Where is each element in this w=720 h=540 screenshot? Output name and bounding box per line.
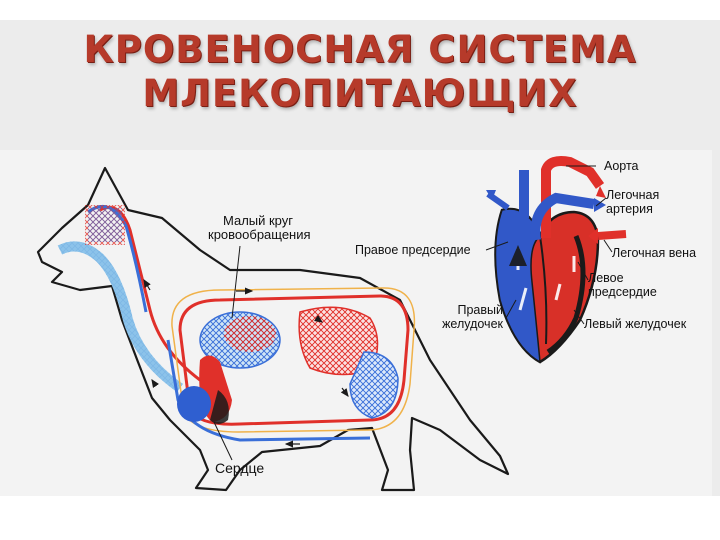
label-pulmonary-artery-line1: Легочная — [606, 188, 660, 202]
pulmonary-vein-vessel — [597, 230, 627, 240]
label-pulmonary-artery-line2: артерия — [606, 202, 653, 216]
dog-outline — [36, 166, 510, 492]
label-left-atrium: Левое предсердие — [588, 271, 657, 299]
label-pulmonary-artery: Легочная артерия — [606, 188, 659, 216]
dog-heart-right — [177, 386, 211, 422]
label-left-atrium-line1: Левое — [588, 271, 624, 285]
label-heart: Сердце — [215, 460, 265, 476]
aorta-vessel — [541, 156, 605, 238]
pulmonary-artery-vessel — [530, 192, 595, 241]
heart-detail — [486, 156, 627, 364]
label-left-atrium-line2: предсердие — [588, 285, 657, 299]
label-small-circle: Малый круг кровообращения — [208, 213, 311, 242]
label-right-ventricle-line1: Правый — [457, 303, 504, 317]
label-left-ventricle: Левый желудочек — [584, 317, 687, 331]
title-line-2: МЛЕКОПИТАЮЩИХ — [142, 72, 578, 115]
label-right-ventricle-line2: желудочек — [442, 317, 503, 331]
label-right-ventricle: Правый желудочек — [437, 303, 503, 331]
label-pulmonary-vein: Легочная вена — [612, 246, 697, 260]
label-right-atrium: Правое предсердие — [355, 243, 471, 257]
title-line-1: КРОВЕНОСНАЯ СИСТЕМА — [83, 28, 637, 71]
label-small-circle-line2: кровообращения — [208, 227, 311, 242]
slide-title: КРОВЕНОСНАЯ СИСТЕМА МЛЕКОПИТАЮЩИХ — [0, 28, 720, 116]
label-small-circle-line1: Малый круг — [222, 213, 294, 228]
label-aorta: Аорта — [604, 159, 639, 173]
